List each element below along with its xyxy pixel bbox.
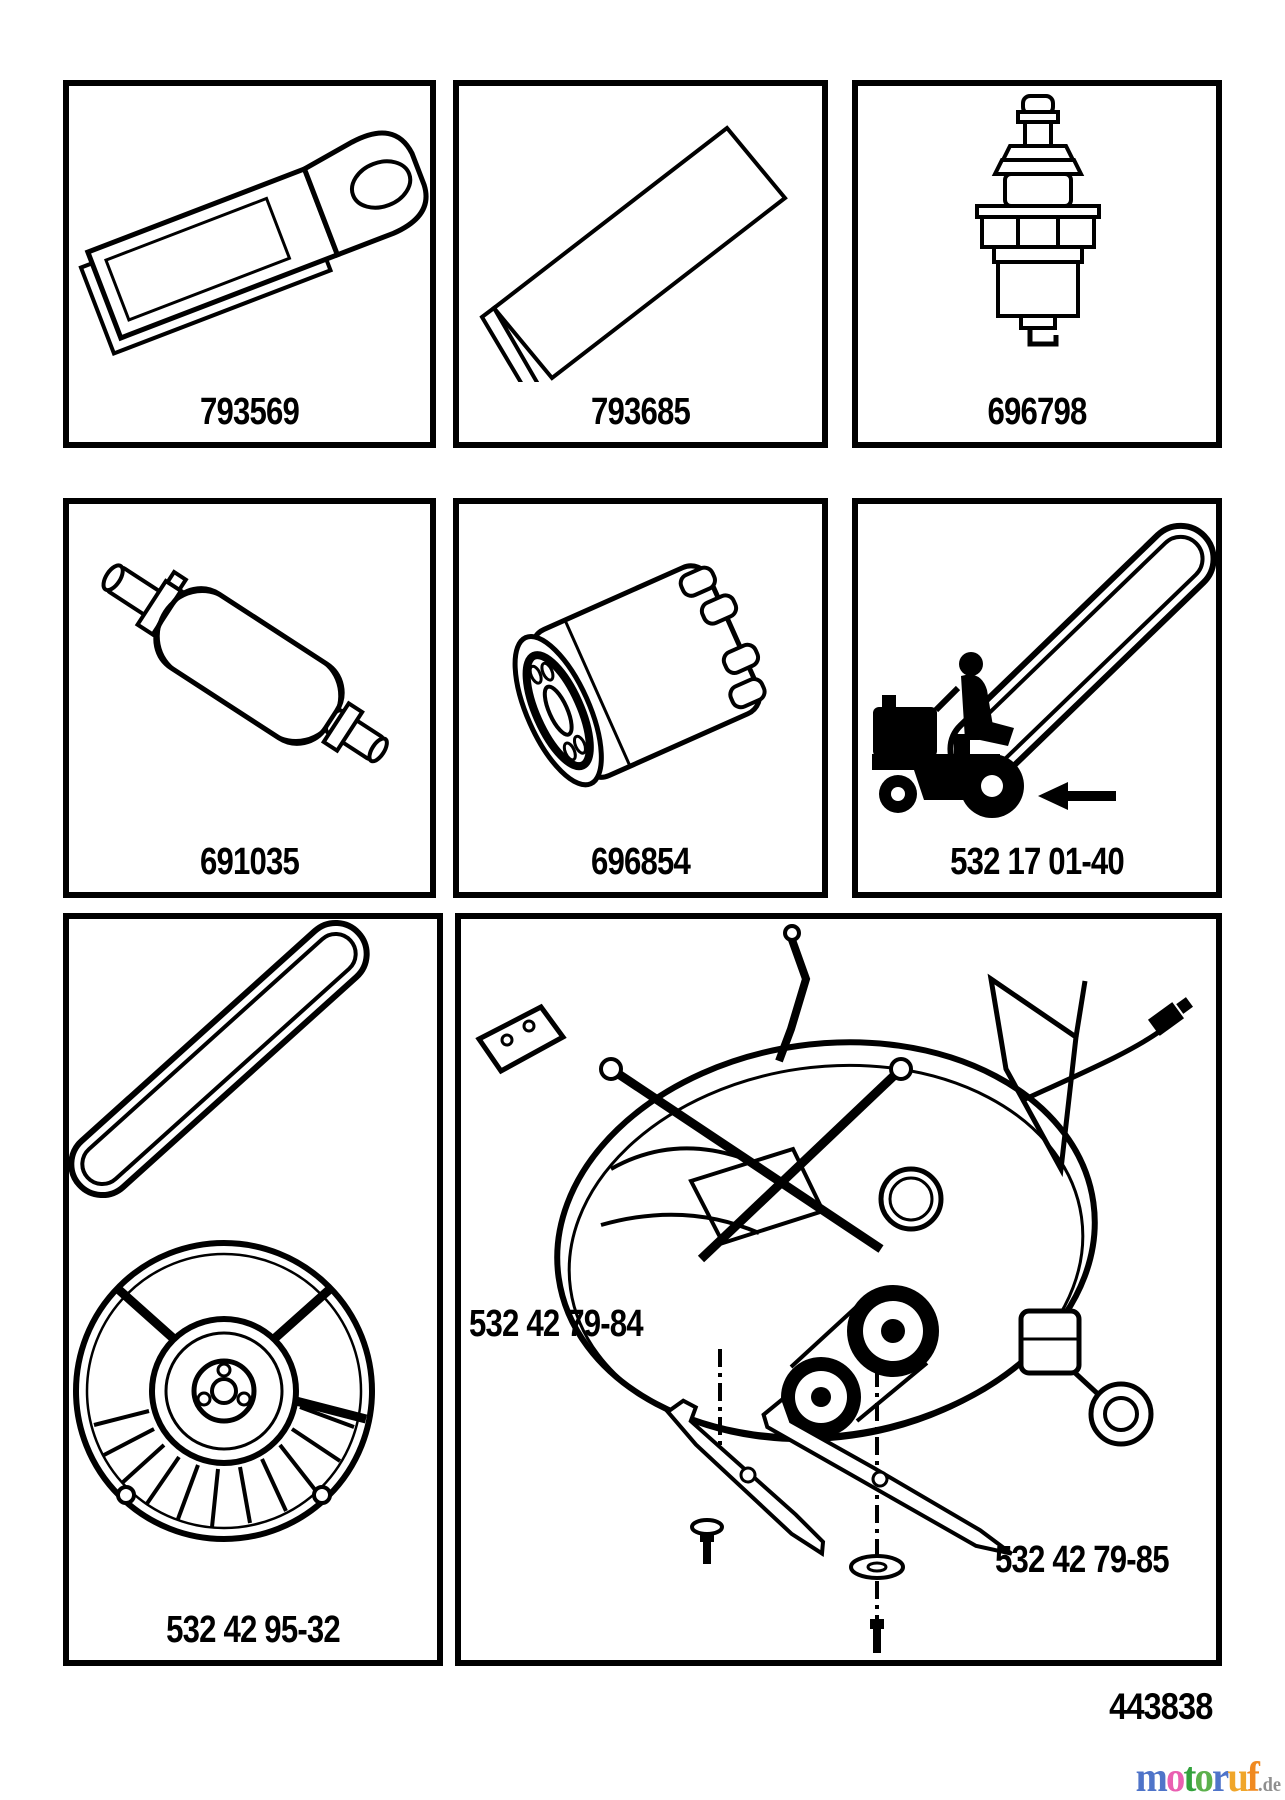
logo-letter: t [1183,1755,1196,1800]
left-arrow-icon [1038,782,1116,810]
panel-pre-cleaner: 793685 [453,80,828,448]
part-number-fuel-filter: 691035 [199,841,300,883]
oil-filter-canister [512,563,767,788]
panel-fuel-filter: 691035 [63,498,436,898]
mesh-screen [104,196,292,322]
mower-deck-icon [475,924,1193,1653]
deck-belt-mandrel-icon [69,919,375,1542]
idler-arms [599,1057,913,1263]
motoruf-logo: motoruf.de [1136,1754,1281,1800]
part-number-ground-drive-belt: 532 17 01-40 [950,841,1125,883]
air-filter-cartridge-icon [78,130,429,357]
part-number-blade-left: 532 42 79-84 [469,1303,644,1345]
logo-letter: m [1135,1755,1168,1800]
fuel-filter-icon [101,563,389,764]
knurl-band [992,245,1084,264]
foam-sheet [479,125,788,382]
part-number-deck-belt-mandrel: 532 42 95-32 [166,1609,341,1651]
logo-letter: f [1246,1755,1260,1800]
thread-section [996,260,1080,318]
panel-air-filter: 793569 [63,80,436,448]
part-number-air-filter: 793569 [199,391,300,433]
spokes [115,1285,368,1424]
deck-belt-loop [69,919,370,1199]
figure-number: 443838 [1108,1686,1213,1727]
hose-clamp-right [320,700,365,754]
panel-mower-deck: 532 42 79-84 532 42 79-85 [455,913,1222,1666]
cartridge-frame [84,165,341,342]
fuel-filter-body [101,563,389,764]
blade-left-hardware [690,1518,724,1564]
ground-electrode [1027,328,1059,347]
logo-letter: o [1194,1755,1214,1800]
fluted-dome [678,565,767,710]
clutch-cable [1019,997,1193,1104]
logo-suffix: .de [1258,1774,1281,1796]
panel-spark-plug: 696798 [852,80,1222,448]
blade-left [664,1398,826,1557]
logo-letter: o [1165,1755,1185,1800]
blade-right [761,1395,1013,1556]
drive-belt-icon [872,522,1216,818]
filter-handle [301,130,429,259]
side-discharge-roller [1018,1308,1154,1447]
part-number-blade-right: 532 42 79-85 [995,1539,1170,1581]
mandrel-assembly [73,1240,375,1542]
tractor-silhouette [872,652,1024,818]
deck-brackets [475,924,1088,1178]
logo-letter: r [1211,1755,1229,1800]
panel-oil-filter: 696854 [453,498,828,898]
panel-ground-drive-belt: 532 17 01-40 [852,498,1222,898]
part-number-pre-cleaner: 793685 [590,391,691,433]
blade-centerlines [718,1349,879,1619]
spark-plug-icon [975,94,1101,347]
oil-filter-icon [512,563,767,788]
logo-letter: u [1227,1755,1249,1800]
base-gasket [512,633,604,788]
fan-fins [93,1405,355,1528]
blade-right-hardware [849,1554,905,1653]
part-number-oil-filter: 696854 [590,841,691,883]
spindle-pulleys [781,1166,944,1437]
part-number-spark-plug: 696798 [987,391,1087,433]
foam-pre-cleaner-icon [479,125,788,382]
panel-deck-belt-mandrel: 532 42 95-32 [63,913,443,1666]
v-belt-loop [947,522,1216,786]
spark-plug-body [975,94,1101,347]
